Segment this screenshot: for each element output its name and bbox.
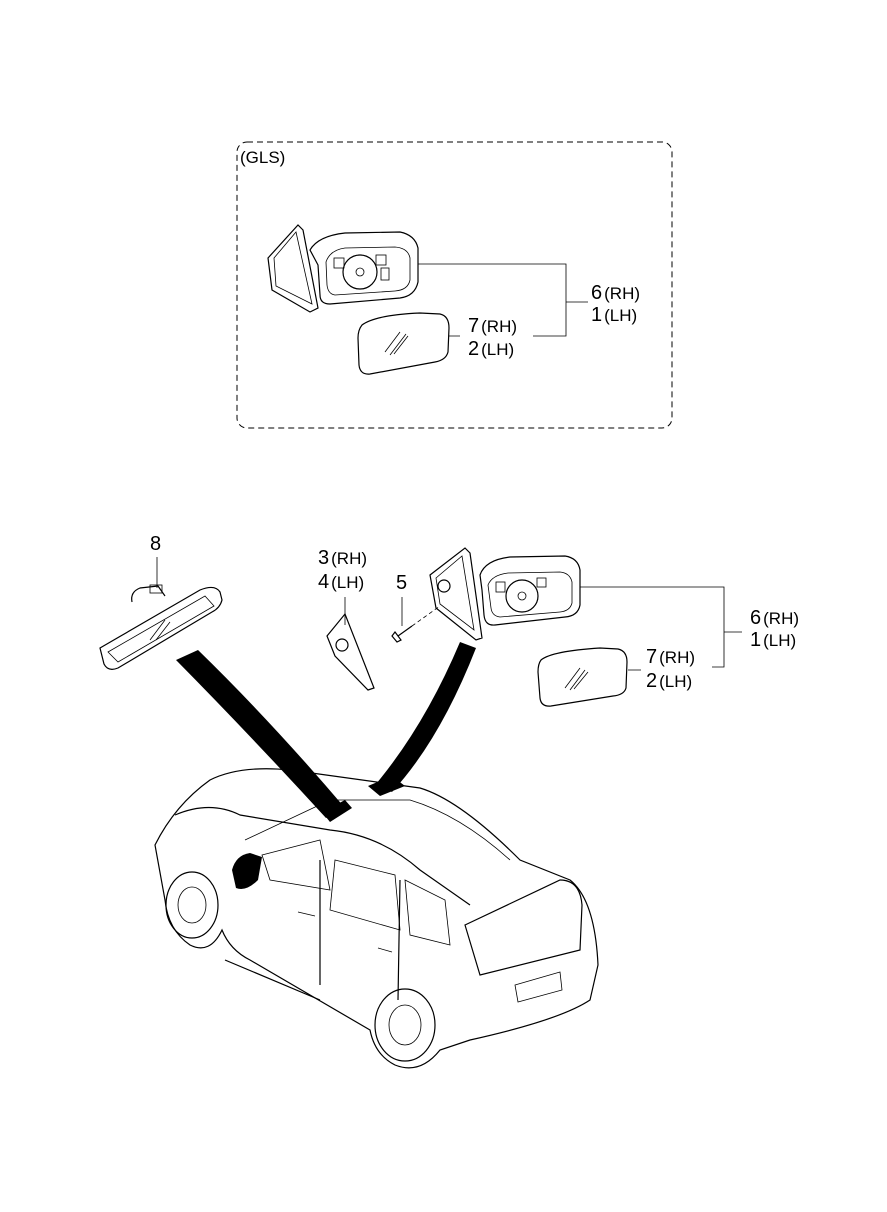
callout-6-rh-main: 6(RH) (750, 607, 799, 629)
screw (391, 605, 441, 643)
location-band-outside-mirror (376, 642, 476, 792)
callout-7-rh: 7(RH) (468, 315, 517, 337)
callout-7-rh-main: 7(RH) (646, 646, 695, 668)
outside-mirror-assembly (267, 224, 419, 313)
callout-2-lh-main: 2(LH) (646, 670, 692, 692)
inset-dashed-border (236, 141, 673, 429)
delta-cover (326, 612, 375, 691)
inset-leader-lines (418, 263, 588, 337)
main-diagram: 8 3(RH) 4(LH) 5 (99, 533, 799, 1069)
callout-6-rh: 6(RH) (591, 282, 640, 304)
callout-5: 5 (396, 572, 407, 594)
callout-8: 8 (150, 533, 161, 555)
main-leader-lines (580, 586, 742, 671)
gls-inset: (GLS) 6(RH) 1(LH) 7(RH) 2(LH) (236, 141, 673, 429)
mirror-glass (357, 312, 450, 375)
callout-1-lh: 1(LH) (591, 304, 637, 326)
callout-3-rh: 3(RH) (318, 547, 367, 569)
callout-1-lh-main: 1(LH) (750, 629, 796, 651)
callout-2-lh: 2(LH) (468, 338, 514, 360)
left-mirror-highlight (232, 853, 262, 889)
variant-label: (GLS) (240, 148, 285, 167)
inside-rearview-mirror (99, 584, 223, 670)
vehicle-illustration (154, 768, 599, 1069)
mirror-glass-main (537, 647, 628, 707)
outside-mirror-assembly-main (429, 547, 581, 641)
location-band-inside-mirror (176, 650, 345, 818)
callout-4-lh: 4(LH) (318, 571, 364, 593)
